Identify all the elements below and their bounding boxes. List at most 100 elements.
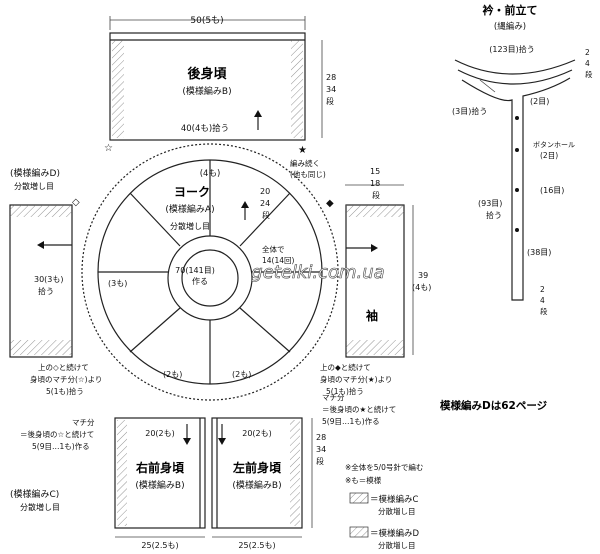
lower-left-increase: 分散増し目 — [20, 502, 60, 512]
buttonhole-icon — [515, 116, 519, 120]
left-note-line-3: 5(1も)拾う — [46, 386, 84, 396]
right-front-piece: 20(2も) 右前身頃 (模様編みB) 25(2.5も) — [114, 417, 206, 550]
buttonhole-icon — [515, 188, 519, 192]
yoke-lower-right: (2も) — [232, 370, 251, 379]
black-diamond-icon: ◆ — [326, 198, 334, 209]
arrow-head-icon — [218, 438, 226, 445]
yoke-side-c: 段 — [262, 210, 270, 220]
right-sleeve-width-b: 18 — [370, 179, 380, 188]
collar-title: 衿・前立て — [483, 3, 538, 17]
yoke-side-b: 24 — [260, 199, 270, 208]
black-star-icon: ★ — [298, 145, 307, 156]
arrow-head-icon — [241, 201, 249, 208]
arrow-head-icon — [371, 244, 378, 252]
left-front-top: 20(2も) — [242, 429, 272, 438]
right-note-line-2: 身頃のマチ分(★)より — [320, 374, 392, 384]
back-pattern: (模様編みB) — [182, 85, 231, 97]
yoke-left-count: (3も) — [108, 279, 127, 288]
back-height-a: 28 — [326, 73, 336, 82]
right-front-title: 右前身頃 — [135, 460, 185, 475]
collar-rows-top-b: 4 — [585, 59, 590, 68]
right-sleeve-piece: 袖 15 18 段 39 (4も) ◆ — [326, 167, 431, 358]
right-front-top: 20(2も) — [145, 429, 175, 438]
legend-d-label: ＝模様編みD — [370, 528, 420, 539]
back-title: 後身頃 — [187, 66, 227, 82]
left-gusset-line-1: ＝後身頃の☆と続けて — [20, 429, 94, 439]
yoke-total-count: 14(14回) — [262, 256, 295, 265]
legend-c-sub: 分散増し目 — [378, 506, 416, 516]
yoke-title: ヨーク — [174, 185, 210, 199]
left-front-bottom: 25(2.5も) — [238, 541, 275, 550]
collar-thirty-eight: (38目) — [527, 248, 551, 257]
right-side-note: 上の◆と続けて 身頃のマチ分(★)より 5(1も)拾う — [320, 362, 392, 396]
lower-left-pattern: (模様編みC) — [10, 488, 59, 500]
left-note-line-1: 上の◇と続けて — [38, 362, 89, 372]
collar-buttonhole: ボタンホール — [533, 140, 575, 149]
left-sleeve-pick-2: 拾う — [38, 286, 54, 296]
gusset-notes: マチ分 ＝後身頃の☆と続けて 5(9目…1も)作る マチ分 ＝後身頃の★と続けて… — [20, 393, 396, 451]
left-sleeve-piece: (模様編みD) 分散増し目 30(3も) 拾う ◇ — [9, 167, 80, 358]
right-sleeve-label: 袖 — [366, 308, 378, 323]
right-gusset-line-2: 5(9目…1も)作る — [322, 416, 380, 426]
left-sleeve-increase: 分散増し目 — [14, 181, 54, 191]
yoke-note-2: (他も同じ) — [290, 169, 326, 179]
yoke-top-count: (4も) — [200, 169, 221, 179]
right-sleeve-width-c: 段 — [372, 190, 380, 200]
back-bottom-pick: 40(4も)拾う — [181, 123, 229, 134]
right-note-line-1: 上の◆と続けて — [320, 362, 371, 372]
arrow-head-icon — [183, 438, 191, 445]
collar-two: (2目) — [530, 97, 549, 106]
right-sleeve-height: 39 — [418, 271, 428, 280]
yoke-lower-left: (2も) — [163, 370, 182, 379]
right-front-pattern: (模様編みB) — [135, 479, 184, 491]
legend-note-2: ※も＝模様 — [345, 475, 382, 485]
right-gusset-line-1: ＝後身頃の★と続けて — [322, 404, 396, 414]
yoke-piece: (4も) ヨーク (模様編みA) 分散増し目 20 24 段 編み続く (他も同… — [81, 143, 339, 401]
legend: ※全体を5/0号針で編む ※も＝模様 ＝模様編みC 分散増し目 ＝模様編みD 分… — [345, 462, 423, 550]
yoke-side-a: 20 — [260, 187, 270, 196]
left-front-piece: 20(2も) 左前身頃 (模様編みB) 25(2.5も) 28 34 段 — [211, 417, 326, 550]
collar-rows-top-a: 2 — [585, 48, 590, 57]
back-width-label: 50(5も) — [190, 15, 223, 26]
collar-rows-bot-a: 2 — [540, 285, 545, 294]
collar-pick-3: (3目)拾う — [452, 106, 487, 116]
right-note-line-3: 5(1も)拾う — [326, 386, 364, 396]
left-front-height-a: 28 — [316, 433, 326, 442]
left-gusset-line-2: 5(9目…1も)作る — [32, 441, 90, 451]
collar-top-pick: (123目)拾う — [489, 44, 535, 54]
back-body-piece: 50(5も) 後身頃 (模様編みB) 40(4も)拾う 28 34 段 ☆ ★ — [104, 15, 336, 156]
yoke-note-1: 編み続く — [290, 158, 320, 168]
collar-front-band-piece: 衿・前立て (縄編み) (123目)拾う 2 4 段 (3目)拾う (2目) ボ… — [452, 3, 593, 316]
yoke-pattern: (模様編みA) — [165, 203, 214, 215]
yoke-total: 全体で — [262, 244, 285, 254]
white-diamond-icon: ◇ — [72, 197, 80, 208]
collar-rows-bot-c: 段 — [540, 306, 548, 316]
right-front-bottom: 25(2.5も) — [141, 541, 178, 550]
yoke-increase: 分散増し目 — [170, 221, 210, 231]
collar-ninety-three: (93目) — [478, 199, 502, 208]
collar-rows-top-c: 段 — [585, 69, 593, 79]
legend-c-label: ＝模様編みC — [370, 494, 419, 505]
legend-d-sub: 分散増し目 — [378, 540, 416, 550]
buttonhole-icon — [515, 228, 519, 232]
left-side-note: 上の◇と続けて 身頃のマチ分(☆)より 5(1も)拾う — [30, 362, 102, 396]
legend-swatch-c — [349, 492, 369, 504]
left-sleeve-pattern: (模様編みD) — [10, 167, 60, 179]
right-sleeve-height-2: (4も) — [412, 283, 431, 292]
left-front-height-b: 34 — [316, 445, 326, 454]
left-front-title: 左前身頃 — [232, 460, 282, 475]
lower-left-note: (模様編みC) 分散増し目 — [10, 488, 60, 512]
legend-swatch-d — [349, 526, 369, 538]
page-reference-note: 模様編みDは62ページ — [440, 399, 548, 412]
collar-ninety-three-pick: 拾う — [486, 210, 502, 220]
buttonhole-icon — [515, 148, 519, 152]
watermark: getelki.com.ua — [251, 262, 384, 283]
left-front-height-c: 段 — [316, 456, 324, 466]
right-gusset-title: マチ分 — [322, 393, 345, 402]
left-gusset-title: マチ分 — [72, 418, 95, 427]
arrow-head-icon — [254, 110, 262, 117]
collar-buttonhole-count: (2目) — [540, 151, 558, 160]
white-star-icon: ☆ — [104, 143, 113, 154]
collar-pattern: (縄編み) — [494, 21, 526, 32]
